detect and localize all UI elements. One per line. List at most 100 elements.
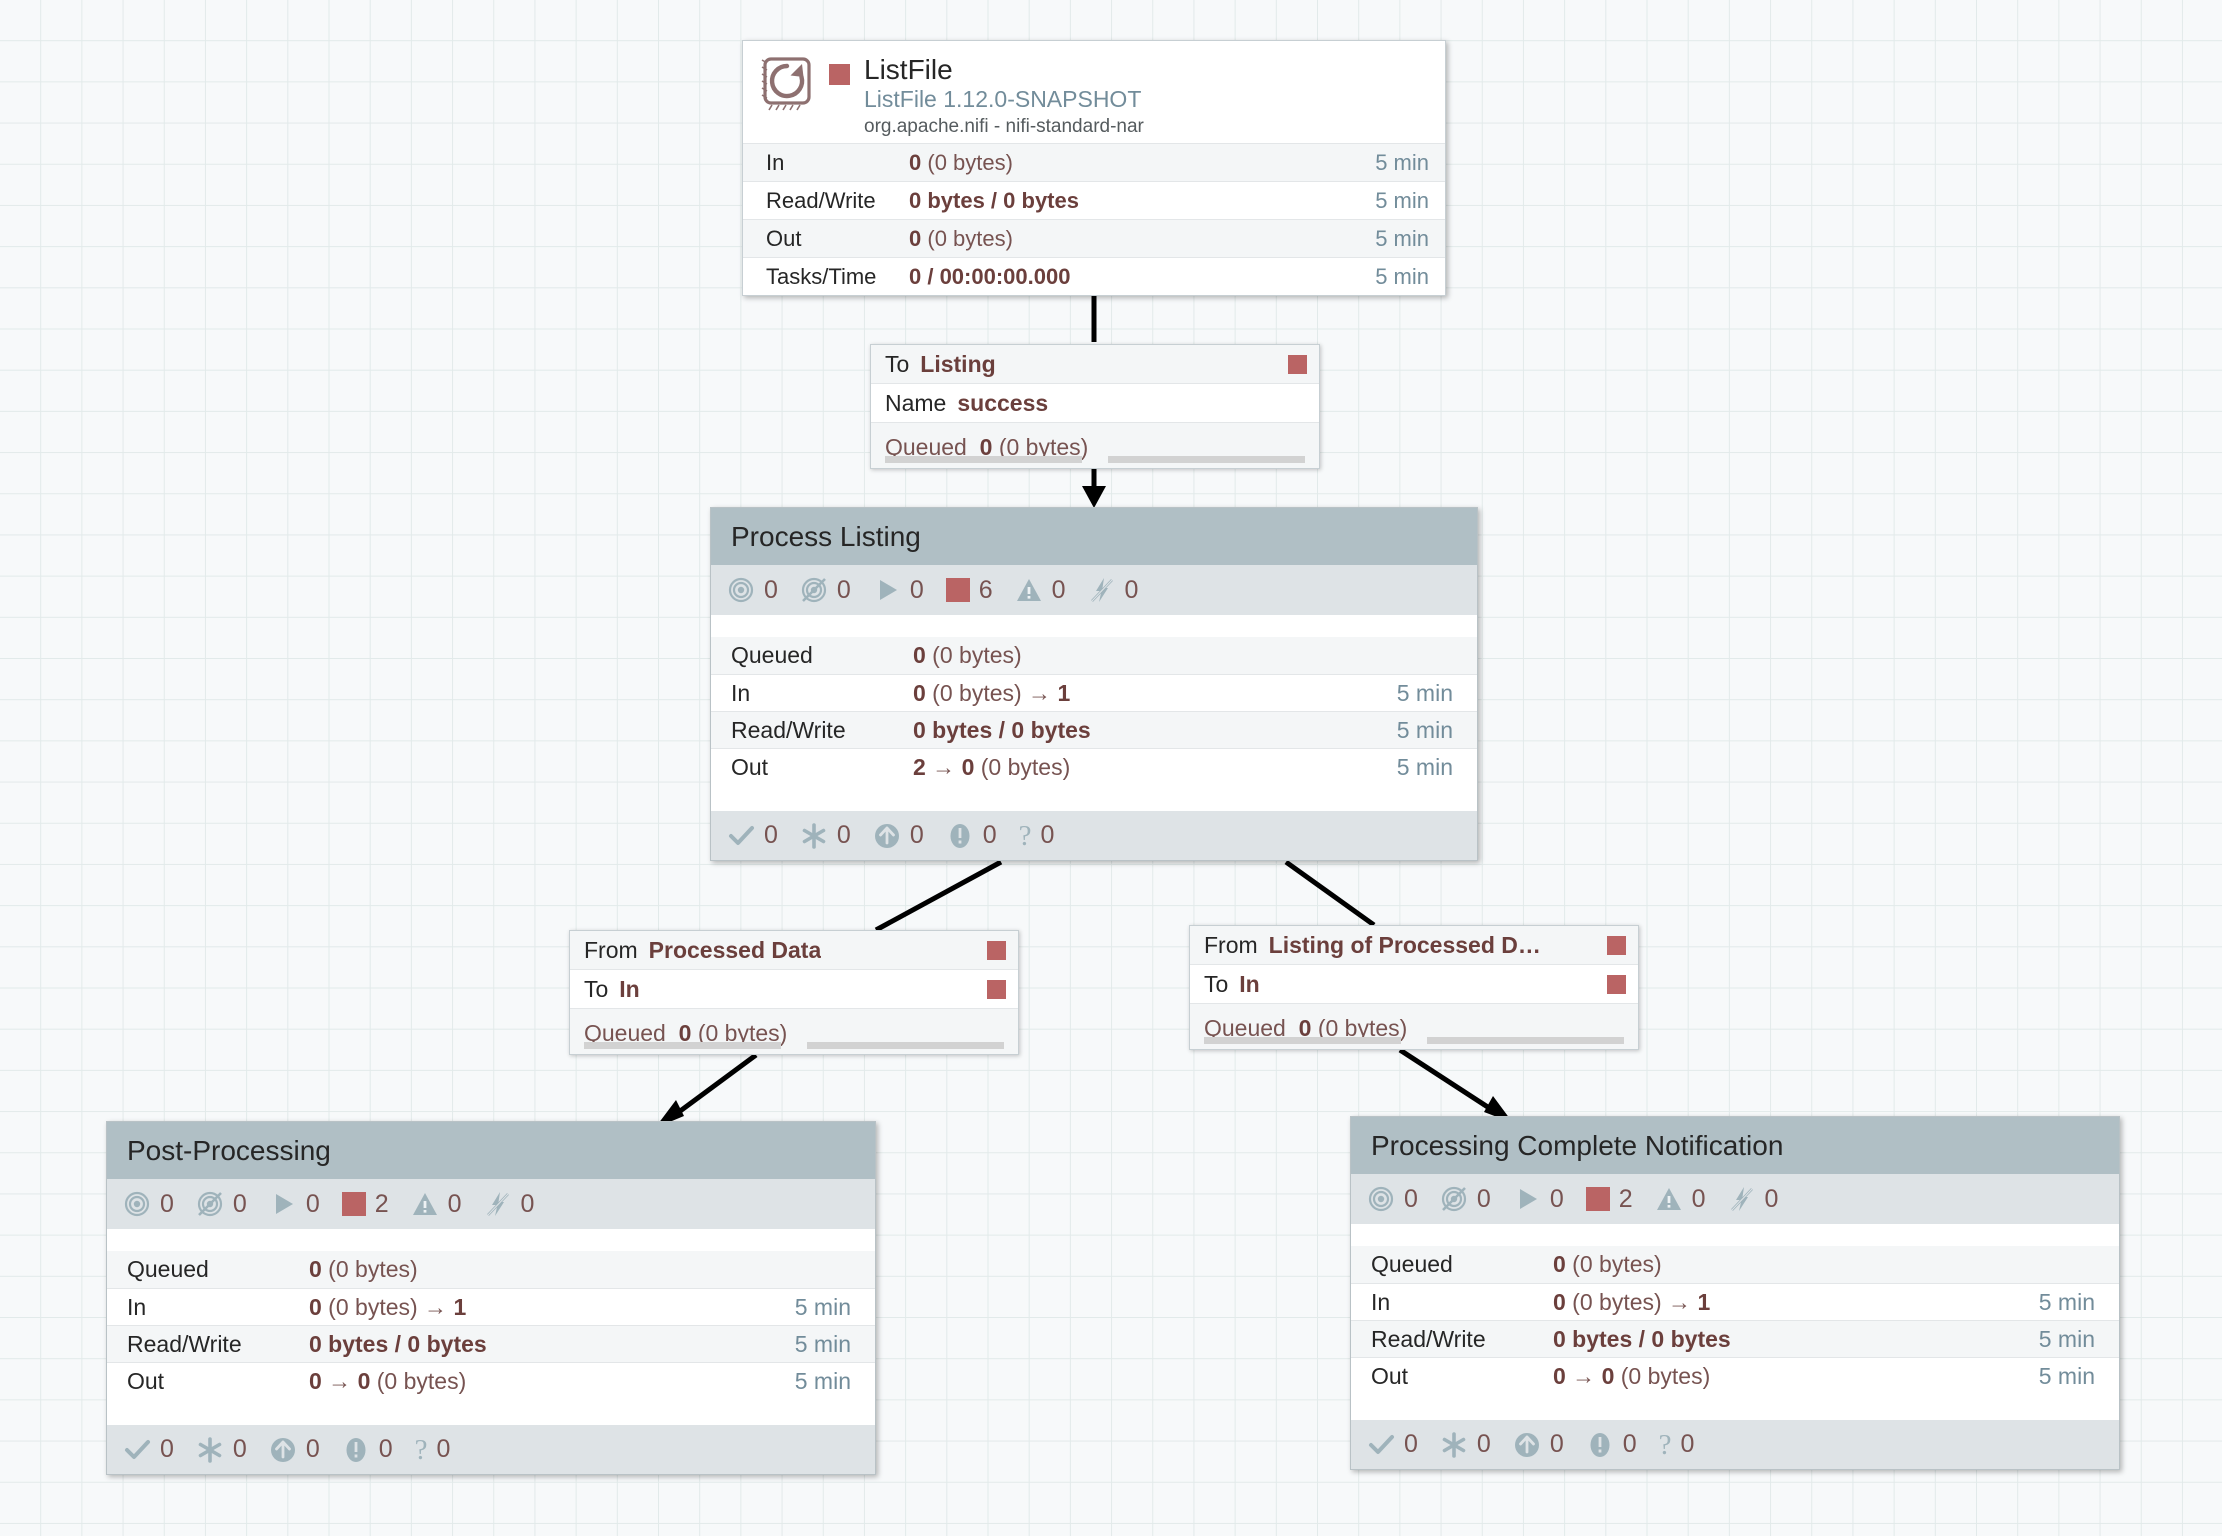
status-count: 0 bbox=[160, 1189, 174, 1218]
status-invalid-icon-item[interactable]: 0 bbox=[411, 1190, 462, 1219]
connection-stopped-square-icon bbox=[1607, 935, 1626, 955]
process-group-header[interactable]: Process Listing bbox=[711, 508, 1477, 565]
status-not-transmitting-icon-item[interactable]: 0 bbox=[800, 576, 851, 605]
stat-label: Out bbox=[731, 753, 769, 780]
status-count: 0 bbox=[1691, 1184, 1706, 1213]
footer-up-arrow-circle-icon-item[interactable]: 0 bbox=[269, 1435, 320, 1464]
stat-label: In bbox=[766, 149, 785, 175]
stat-label: Read/Write bbox=[731, 716, 846, 743]
stat-time: 5 min bbox=[2038, 1362, 2095, 1389]
footer-check-icon-item[interactable]: 0 bbox=[123, 1435, 174, 1464]
connection-queue-bars bbox=[1204, 1037, 1624, 1044]
status-running-icon-item[interactable]: 0 bbox=[873, 576, 924, 605]
processor-listfile[interactable]: ListFile ListFile 1.12.0-SNAPSHOT org.ap… bbox=[742, 40, 1446, 296]
status-invalid-icon-item[interactable]: 0 bbox=[1015, 576, 1066, 605]
status-stopped-icon-item[interactable]: 6 bbox=[945, 576, 993, 605]
footer-count: 0 bbox=[982, 821, 997, 849]
disabled-icon bbox=[1090, 578, 1113, 602]
status-count: 2 bbox=[374, 1189, 389, 1218]
running-icon bbox=[879, 580, 897, 600]
footer-count: 0 bbox=[232, 1435, 247, 1463]
status-stopped-icon-item[interactable]: 2 bbox=[341, 1189, 389, 1219]
queue-count-bar bbox=[584, 1042, 782, 1049]
queue-size-bar bbox=[1107, 456, 1305, 463]
footer-question-mark-icon-item[interactable]: ?0 bbox=[415, 1435, 451, 1464]
status-transmitting-icon-item[interactable]: 0 bbox=[727, 576, 778, 605]
running-icon bbox=[275, 1194, 293, 1214]
queue-count-bar bbox=[885, 456, 1083, 463]
connection-key: To bbox=[885, 350, 910, 377]
spacer bbox=[1351, 1394, 2119, 1420]
footer-count: 0 bbox=[909, 821, 924, 849]
status-disabled-icon-item[interactable]: 0 bbox=[1728, 1185, 1778, 1214]
status-running-icon-item[interactable]: 0 bbox=[1513, 1185, 1564, 1214]
edge-pl-to-left-label bbox=[874, 859, 1003, 933]
stat-time: 5 min bbox=[1375, 225, 1429, 251]
up-arrow-circle-icon bbox=[1514, 1432, 1539, 1457]
not-transmitting-icon bbox=[1441, 1186, 1467, 1212]
edge-left-label-to-post bbox=[666, 1052, 758, 1123]
stat-value: 0 (0 bytes) bbox=[309, 1256, 418, 1282]
arrowhead-process-listing bbox=[1082, 486, 1106, 508]
not-transmitting-icon bbox=[197, 1191, 223, 1217]
footer-asterisk-icon-item[interactable]: 0 bbox=[1440, 1430, 1491, 1459]
footer-up-arrow-circle-icon-item[interactable]: 0 bbox=[1513, 1430, 1564, 1459]
stat-time: 5 min bbox=[794, 1293, 851, 1320]
processor-name: ListFile bbox=[864, 54, 953, 85]
footer-check-icon-item[interactable]: 0 bbox=[1367, 1430, 1418, 1459]
status-invalid-icon-item[interactable]: 0 bbox=[1655, 1185, 1706, 1214]
stat-time: 5 min bbox=[1396, 753, 1453, 780]
stat-value: 0 (0 bytes) → 1 bbox=[1553, 1288, 1711, 1315]
status-running-icon-item[interactable]: 0 bbox=[269, 1190, 320, 1219]
footer-question-mark-icon-item[interactable]: ?0 bbox=[1659, 1430, 1695, 1459]
status-disabled-icon-item[interactable]: 0 bbox=[1088, 576, 1138, 605]
invalid-icon bbox=[1016, 579, 1041, 601]
exclamation-circle-icon bbox=[1590, 1432, 1610, 1457]
stat-label: Tasks/Time bbox=[766, 263, 877, 289]
footer-exclamation-circle-icon-item[interactable]: 0 bbox=[946, 821, 997, 850]
footer-asterisk-icon-item[interactable]: 0 bbox=[196, 1435, 247, 1464]
transmitting-icon bbox=[124, 1191, 150, 1217]
status-transmitting-icon-item[interactable]: 0 bbox=[123, 1190, 174, 1219]
status-count: 0 bbox=[1051, 575, 1066, 604]
spacer bbox=[711, 785, 1477, 811]
footer-count: 0 bbox=[1476, 1430, 1491, 1458]
footer-asterisk-icon-item[interactable]: 0 bbox=[800, 821, 851, 850]
process-group-header[interactable]: Processing Complete Notification bbox=[1351, 1117, 2119, 1174]
status-transmitting-icon-item[interactable]: 0 bbox=[1367, 1185, 1418, 1214]
footer-question-mark-icon-item[interactable]: ?0 bbox=[1019, 821, 1055, 850]
footer-exclamation-circle-icon-item[interactable]: 0 bbox=[1586, 1430, 1637, 1459]
invalid-icon bbox=[1656, 1188, 1681, 1210]
status-stopped-icon-item[interactable]: 2 bbox=[1585, 1185, 1633, 1214]
stat-value: 0 bytes / 0 bytes bbox=[913, 716, 1091, 743]
connection-queued-row: Queued 0 (0 bytes) bbox=[570, 1009, 1018, 1054]
exclamation-circle-icon bbox=[950, 823, 970, 848]
status-not-transmitting-icon-item[interactable]: 0 bbox=[1440, 1185, 1491, 1214]
footer-up-arrow-circle-icon-item[interactable]: 0 bbox=[873, 821, 924, 850]
status-not-transmitting-icon-item[interactable]: 0 bbox=[196, 1190, 247, 1219]
status-disabled-icon-item[interactable]: 0 bbox=[484, 1190, 534, 1219]
stat-time: 5 min bbox=[1375, 263, 1429, 289]
queue-size-bar bbox=[1426, 1037, 1624, 1044]
footer-check-icon-item[interactable]: 0 bbox=[727, 821, 778, 850]
process-group-header[interactable]: Post-Processing bbox=[107, 1122, 875, 1179]
footer-count: 0 bbox=[436, 1435, 451, 1463]
stat-value: 0 (0 bytes) → 1 bbox=[913, 679, 1071, 706]
footer-count: 0 bbox=[1404, 1430, 1418, 1458]
stat-value: 0 bytes / 0 bytes bbox=[309, 1330, 487, 1357]
footer-exclamation-circle-icon-item[interactable]: 0 bbox=[342, 1435, 393, 1464]
transmitting-icon bbox=[1368, 1186, 1394, 1212]
